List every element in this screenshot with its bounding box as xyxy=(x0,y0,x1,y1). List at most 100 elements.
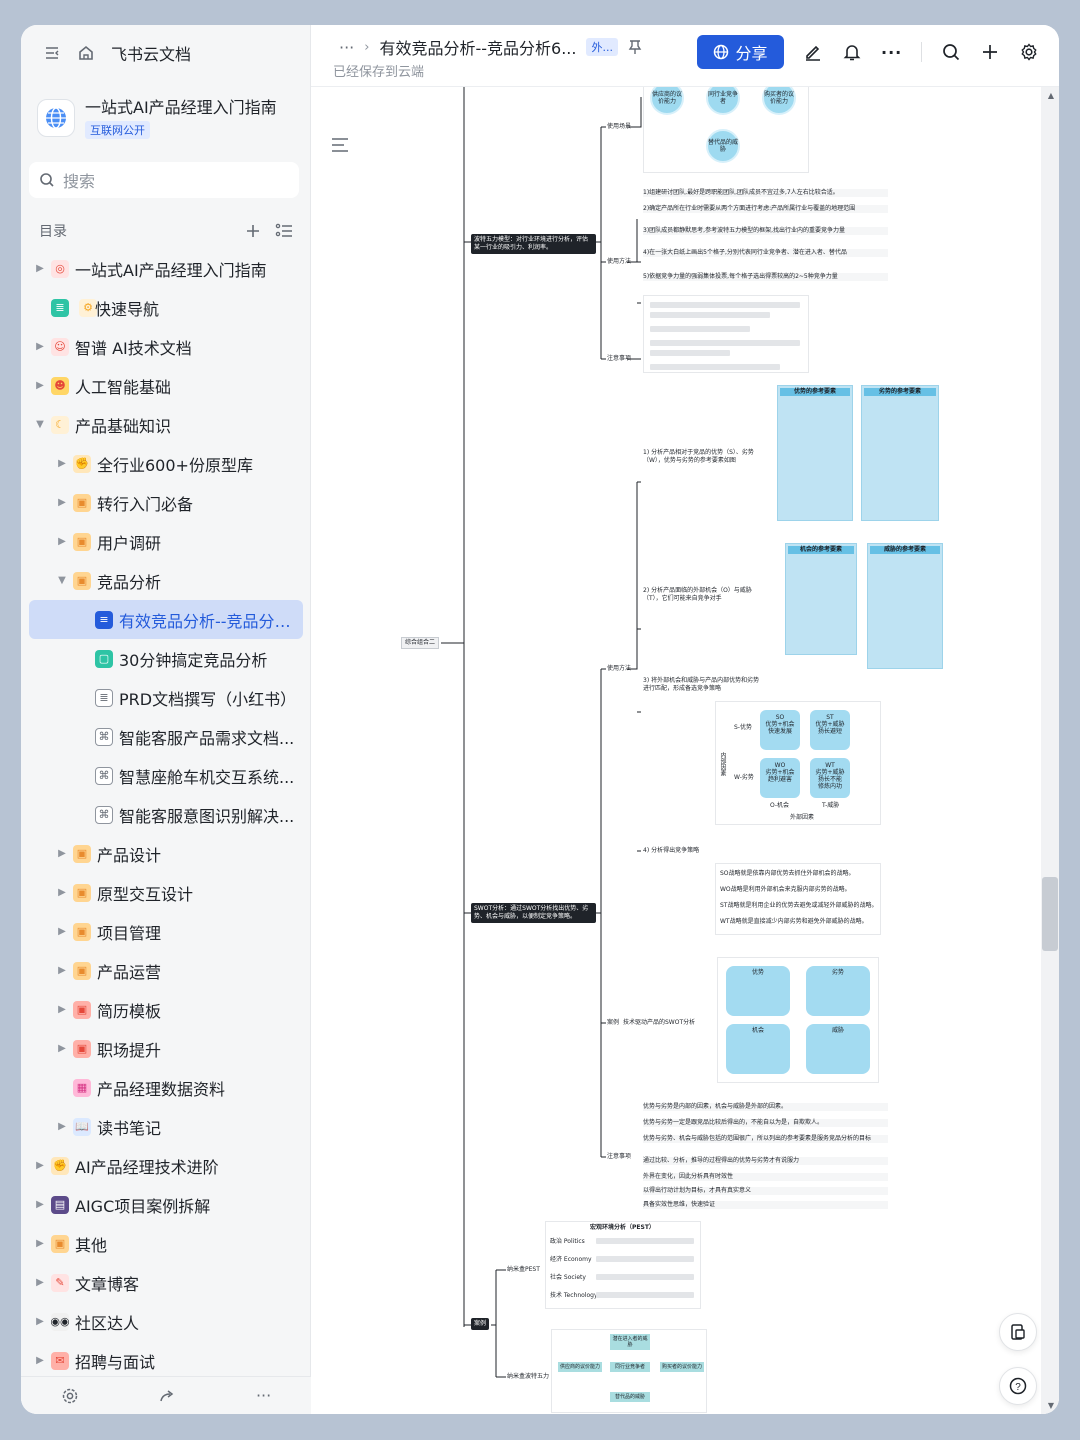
caret-right-icon[interactable]: ▶ xyxy=(58,458,66,469)
share-button[interactable]: 分享 xyxy=(697,35,784,69)
caret-right-icon[interactable]: ▶ xyxy=(36,1316,44,1327)
sidebar-item-28[interactable]: ▶✉招聘与面试 xyxy=(29,1341,303,1380)
sidebar-item-11[interactable]: ≣PRD文档撰写（小红书） xyxy=(29,678,303,717)
sidebar-item-16[interactable]: ▶ ▣ 原型交互设计 xyxy=(29,873,303,912)
sidebar-item-10[interactable]: ▢30分钟搞定竞品分析 xyxy=(29,639,303,678)
gear-icon[interactable] xyxy=(1019,42,1039,62)
app-name[interactable]: 飞书云文档 xyxy=(111,45,192,64)
list-settings-icon[interactable] xyxy=(275,223,293,239)
sidebar-item-9[interactable]: ≡有效竞品分析--竞品分析6... xyxy=(29,600,303,639)
sidebar-item-20[interactable]: ▶▣职场提升 xyxy=(29,1029,303,1068)
sidebar-item-14[interactable]: ⌘智能客服意图识别解决... xyxy=(29,795,303,834)
sidebar-item-4[interactable]: ▼☾产品基础知识 xyxy=(29,405,303,444)
sidebar-item-15[interactable]: ▶▣产品设计 xyxy=(29,834,303,873)
chat-doc-icon: ≣ xyxy=(51,298,69,317)
caret-right-icon[interactable]: ▶ xyxy=(36,341,44,352)
search-input[interactable]: 搜索 xyxy=(29,162,299,198)
edit-icon[interactable] xyxy=(803,42,823,62)
sidebar-item-5[interactable]: ▶✊全行业600+份原型库 xyxy=(29,444,303,483)
caret-right-icon[interactable]: ▶ xyxy=(58,536,66,547)
mindmap-image[interactable]: 综合组合二 波特五力模型：对行业环境进行分析，评估某一行业的吸引力、利润率。 S… xyxy=(401,87,961,1414)
bell-icon[interactable] xyxy=(842,42,862,62)
sidebar-item-8[interactable]: ▼▣竞品分析 xyxy=(29,561,303,600)
caret-right-icon[interactable]: ▶ xyxy=(58,887,66,898)
caret-down-icon[interactable]: ▼ xyxy=(58,575,66,586)
sidebar-item-27[interactable]: ▶◉◉社区达人 xyxy=(29,1302,303,1341)
add-page-icon[interactable] xyxy=(245,223,261,239)
more-icon[interactable]: ··· xyxy=(255,1386,272,1405)
search-placeholder: 搜索 xyxy=(63,172,96,191)
search-doc-icon[interactable] xyxy=(941,42,961,62)
sidebar-item-19[interactable]: ▶▣简历模板 xyxy=(29,990,303,1029)
breadcrumb-more[interactable]: ··· xyxy=(339,37,355,57)
face-icon: ☺ xyxy=(51,337,69,356)
scrollbar-thumb[interactable] xyxy=(1042,877,1058,951)
sidebar-item-label: 智慧座舱车机交互系统... xyxy=(119,767,295,787)
sidebar-item-2[interactable]: ▶☺智谱 AI技术文档 xyxy=(29,327,303,366)
sidebar-item-23[interactable]: ▶✊AI产品经理技术进阶 xyxy=(29,1146,303,1185)
collapse-sidebar-icon[interactable] xyxy=(43,44,61,62)
sidebar-item-22[interactable]: ▶📖读书笔记 xyxy=(29,1107,303,1146)
sidebar-item-25[interactable]: ▶▣其他 xyxy=(29,1224,303,1263)
save-status: 已经保存到云端 xyxy=(333,65,425,80)
add-icon[interactable] xyxy=(980,42,1000,62)
scroll-up-icon[interactable]: ▲ xyxy=(1047,91,1054,100)
toc-title: 目录 xyxy=(39,224,67,240)
chat-doc-icon: ▢ xyxy=(95,649,113,668)
pin-icon[interactable] xyxy=(628,39,642,55)
sidebar-item-6[interactable]: ▶▣转行入门必备 xyxy=(29,483,303,522)
search-icon xyxy=(39,172,55,188)
doc-title[interactable]: 有效竞品分析--竞品分析6... xyxy=(379,39,577,58)
sidebar-item-label: 原型交互设计 xyxy=(97,884,194,904)
sidebar-item-18[interactable]: ▶▣产品运营 xyxy=(29,951,303,990)
help-button[interactable]: ? xyxy=(999,1367,1037,1405)
moon-icon: ☾ xyxy=(51,415,69,434)
sidebar-item-1[interactable]: ≣⚙快速导航 xyxy=(29,288,303,327)
caret-right-icon[interactable]: ▶ xyxy=(58,926,66,937)
sidebar-item-21[interactable]: ▦产品经理数据资料 xyxy=(29,1068,303,1107)
caret-right-icon[interactable]: ▶ xyxy=(36,1199,44,1210)
space-card[interactable]: 一站式AI产品经理入门指南 互联网公开 xyxy=(37,99,295,147)
sidebar-item-label: 产品经理数据资料 xyxy=(97,1079,226,1099)
doc-icon: ≡ xyxy=(95,610,113,629)
sidebar-item-24[interactable]: ▶▤AIGC项目案例拆解 xyxy=(29,1185,303,1224)
sidebar-item-12[interactable]: ⌘智能客服产品需求文档... xyxy=(29,717,303,756)
share-out-icon[interactable] xyxy=(158,1387,176,1405)
folder-icon: ▣ xyxy=(73,883,91,902)
caret-right-icon[interactable]: ▶ xyxy=(36,1160,44,1171)
scroll-down-icon[interactable]: ▼ xyxy=(1047,1401,1054,1410)
sidebar-item-0[interactable]: ▶◎一站式AI产品经理入门指南 xyxy=(29,249,303,288)
sidebar-item-label: 竞品分析 xyxy=(97,572,162,592)
settings-icon[interactable] xyxy=(61,1387,79,1405)
external-badge[interactable]: 外... xyxy=(586,38,618,56)
caret-right-icon[interactable]: ▶ xyxy=(58,1043,66,1054)
tip-7: 具备实效性思维，快速验证 xyxy=(643,1201,888,1209)
sidebar-item-label: 用户调研 xyxy=(97,533,162,553)
caret-right-icon[interactable]: ▶ xyxy=(58,1004,66,1015)
caret-right-icon[interactable]: ▶ xyxy=(36,1355,44,1366)
caret-right-icon[interactable]: ▶ xyxy=(36,1277,44,1288)
outline-icon[interactable] xyxy=(331,137,349,153)
sidebar-item-26[interactable]: ▶✎文章博客 xyxy=(29,1263,303,1302)
sidebar-item-17[interactable]: ▶▣项目管理 xyxy=(29,912,303,951)
sidebar-item-7[interactable]: ▶▣用户调研 xyxy=(29,522,303,561)
more-options-icon[interactable]: ··· xyxy=(881,42,903,62)
caret-right-icon[interactable]: ▶ xyxy=(58,497,66,508)
file-icon: ≣ xyxy=(95,688,113,707)
sidebar-item-13[interactable]: ⌘智慧座舱车机交互系统... xyxy=(29,756,303,795)
caret-right-icon[interactable]: ▶ xyxy=(36,263,44,274)
caret-right-icon[interactable]: ▶ xyxy=(58,848,66,859)
scrollbar[interactable]: ▲ ▼ xyxy=(1041,87,1059,1414)
caret-right-icon[interactable]: ▶ xyxy=(58,965,66,976)
copy-link-button[interactable] xyxy=(999,1313,1037,1351)
caret-down-icon[interactable]: ▼ xyxy=(36,419,44,430)
sidebar-item-label: 简历模板 xyxy=(97,1001,162,1021)
sidebar-item-3[interactable]: ▶☻人工智能基础 xyxy=(29,366,303,405)
sidebar-item-label: 职场提升 xyxy=(97,1040,162,1060)
caret-right-icon[interactable]: ▶ xyxy=(36,380,44,391)
book-icon: 📖 xyxy=(73,1117,91,1136)
pest-label: 纳米盒PEST xyxy=(507,1266,540,1273)
caret-right-icon[interactable]: ▶ xyxy=(58,1121,66,1132)
home-icon[interactable] xyxy=(77,44,95,62)
caret-right-icon[interactable]: ▶ xyxy=(36,1238,44,1249)
